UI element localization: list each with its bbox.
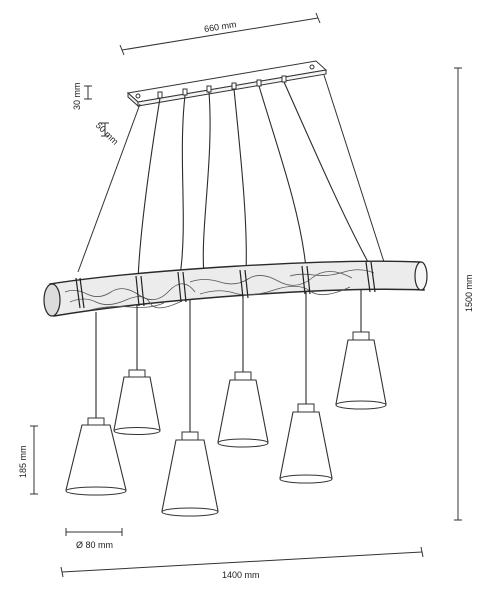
suspension-cables <box>77 74 385 281</box>
shade-height-label: 185 mm <box>18 445 28 478</box>
dimension-shade-diameter: Ø 80 mm <box>65 528 123 550</box>
dimension-shade-height: 185 mm <box>18 425 38 495</box>
total-width-label: 1400 mm <box>222 570 260 580</box>
lamp-shade-1 <box>65 417 127 496</box>
shade-diameter-label: Ø 80 mm <box>76 540 113 550</box>
lamp-shade-6 <box>335 331 387 410</box>
beam-depth-label: 50 mm <box>94 120 121 147</box>
canopy-height-label: 30 mm <box>72 82 82 110</box>
dimension-canopy-height: 30 mm <box>72 82 92 110</box>
wooden-beam <box>43 260 428 317</box>
dimension-total-height: 1500 mm <box>454 67 474 521</box>
total-height-label: 1500 mm <box>464 274 474 312</box>
ceiling-canopy <box>126 60 328 108</box>
pendant-cords <box>95 290 362 432</box>
lamp-shade-4 <box>217 371 269 448</box>
dimension-total-width: 1400 mm <box>60 546 424 580</box>
dimension-canopy-width: 660 mm <box>119 12 321 56</box>
lamp-shade-3 <box>161 431 219 517</box>
lamp-shade-5 <box>279 403 333 484</box>
dimension-beam-depth: 50 mm <box>94 120 121 147</box>
lamp-shade-2 <box>113 369 161 435</box>
